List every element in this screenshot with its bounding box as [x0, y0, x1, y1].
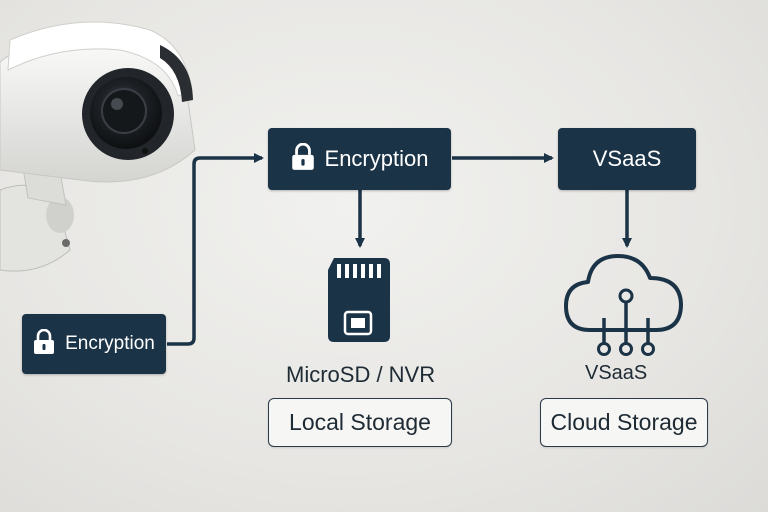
cloud-storage-label: Cloud Storage — [550, 409, 698, 435]
arrow-camera-to-encryption — [167, 153, 264, 346]
node-encryption-camera: Encryption — [22, 314, 166, 374]
lock-icon — [33, 328, 55, 360]
lock-icon — [291, 142, 315, 176]
node-label: Encryption — [65, 333, 155, 354]
local-storage-box: Local Storage — [268, 398, 452, 447]
cloud-storage-box: Cloud Storage — [540, 398, 708, 447]
node-encryption-main: Encryption — [268, 128, 451, 190]
local-storage-caption: MicroSD / NVR — [286, 362, 436, 387]
node-label: VSaaS — [592, 146, 662, 171]
node-label: Encryption — [324, 146, 429, 171]
cloud-storage-caption: VSaaS — [585, 362, 648, 384]
local-storage-label: Local Storage — [289, 409, 431, 435]
security-camera-icon — [0, 21, 196, 272]
node-vsaas: VSaaS — [558, 128, 696, 190]
